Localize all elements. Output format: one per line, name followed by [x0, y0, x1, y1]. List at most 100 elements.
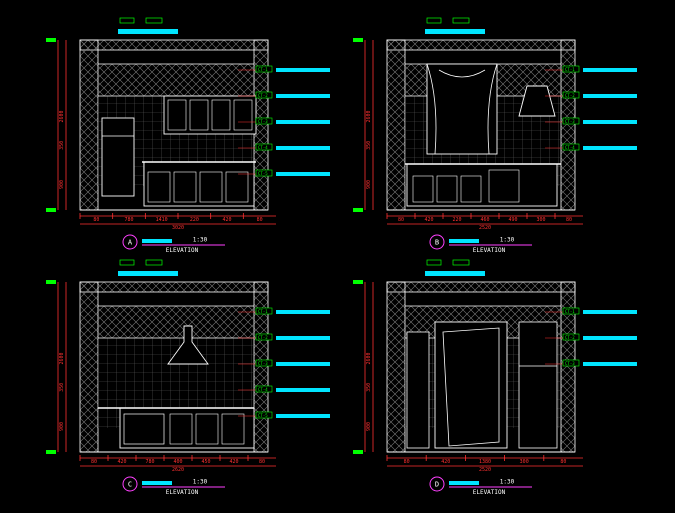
base-cabinets	[119, 407, 255, 449]
total-dimension-value: 2620	[172, 467, 184, 473]
scale-label: 1:30	[500, 479, 515, 486]
level-marker	[46, 450, 56, 454]
dimension-value: 450	[201, 459, 210, 465]
material-tag-box	[255, 333, 273, 341]
total-dimension-value: 2520	[479, 225, 491, 231]
header-tag-box	[119, 259, 135, 266]
upper-wall-band	[98, 64, 254, 96]
material-tag-box	[562, 91, 580, 99]
left-wall	[79, 281, 99, 453]
material-tag-box	[562, 307, 580, 315]
material-tag-box	[255, 411, 273, 419]
level-marker	[353, 450, 363, 454]
dimension-value: 80	[259, 459, 265, 465]
vertical-dimension-value: 2600	[366, 110, 372, 122]
section-marker-circle	[429, 234, 445, 250]
material-tag-label: CT-4	[258, 145, 268, 150]
dimension-value: 80	[91, 459, 97, 465]
caption-bar	[449, 239, 479, 243]
range-hood	[167, 325, 209, 365]
material-tag-box	[255, 117, 273, 125]
vertical-dimension-value: 350	[366, 141, 372, 150]
material-note-bar	[276, 414, 330, 418]
material-tag-label: CT-2	[258, 335, 268, 340]
ceiling-slab	[79, 39, 269, 51]
vertical-dimension-value: 2600	[59, 352, 65, 364]
upper-cabinet-door	[189, 99, 209, 131]
header-tag-box	[145, 259, 163, 266]
range-hood	[518, 85, 556, 117]
material-tag-label: CT-2	[565, 93, 575, 98]
section-marker-circle	[122, 476, 138, 492]
material-note-bar	[583, 120, 637, 124]
caption-bar	[449, 481, 479, 485]
elevation-title: ELEVATION	[473, 489, 506, 496]
material-tag-box	[255, 307, 273, 315]
dimension-value: 460	[480, 217, 489, 223]
material-tag-box	[255, 385, 273, 393]
base-cabinet-door	[460, 175, 482, 203]
material-note-bar	[583, 94, 637, 98]
ceiling-slab	[79, 281, 269, 293]
vertical-dimension-value: 350	[59, 141, 65, 150]
header-tag-box	[452, 259, 470, 266]
dimension-value: 1380	[479, 459, 491, 465]
dimension-value: 1410	[156, 217, 168, 223]
dimension-value: 80	[398, 217, 404, 223]
vertical-dimension-value: 900	[366, 422, 372, 431]
section-marker-letter: B	[435, 239, 439, 247]
material-tag-label: CT-4	[258, 387, 268, 392]
level-marker	[46, 208, 56, 212]
material-tag-label: CT-3	[258, 119, 268, 124]
header-title-bar	[118, 29, 178, 34]
material-tag-box	[255, 143, 273, 151]
material-tag-label: CT-5	[258, 171, 268, 176]
dimension-value: 220	[190, 217, 199, 223]
level-marker	[46, 280, 56, 284]
vertical-dimension-value: 900	[59, 422, 65, 431]
dimension-value: 300	[536, 217, 545, 223]
level-marker	[353, 208, 363, 212]
ceiling-slab	[386, 39, 576, 51]
material-tag-box	[562, 117, 580, 125]
material-note-bar	[276, 336, 330, 340]
door-opening	[434, 321, 508, 449]
curtain	[426, 63, 498, 155]
section-marker-letter: A	[128, 239, 133, 247]
material-note-bar	[583, 336, 637, 340]
material-tag-label: CT-5	[258, 413, 268, 418]
base-cabinet-door	[147, 171, 171, 203]
dimension-value: 80	[566, 217, 572, 223]
material-note-bar	[276, 388, 330, 392]
level-marker	[353, 280, 363, 284]
total-dimension-value: 3020	[172, 225, 184, 231]
left-wall	[386, 281, 406, 453]
vertical-dimension-value: 2600	[59, 110, 65, 122]
material-tag-label: CT-2	[565, 335, 575, 340]
vertical-dimension-value: 350	[366, 383, 372, 392]
material-tag-label: CT-1	[258, 309, 268, 314]
header-tag-box	[426, 17, 442, 24]
refrigerator	[101, 117, 135, 197]
scale-label: 1:30	[193, 237, 208, 244]
dimension-value: 80	[560, 459, 566, 465]
vertical-dimension-value: 900	[59, 180, 65, 189]
material-tag-box	[562, 333, 580, 341]
base-cabinet-door	[199, 171, 223, 203]
tall-cabinet	[406, 331, 430, 449]
base-cabinet-door	[412, 175, 434, 203]
dimension-value: 80	[404, 459, 410, 465]
material-note-bar	[276, 172, 330, 176]
material-tag-label: CT-1	[565, 67, 575, 72]
left-wall	[386, 39, 406, 211]
right-wall	[560, 281, 576, 453]
dimension-value: 220	[452, 217, 461, 223]
base-cabinet-door	[225, 171, 249, 203]
header-tag-box	[119, 17, 135, 24]
base-cabinet-door	[436, 175, 458, 203]
material-tag-box	[255, 169, 273, 177]
